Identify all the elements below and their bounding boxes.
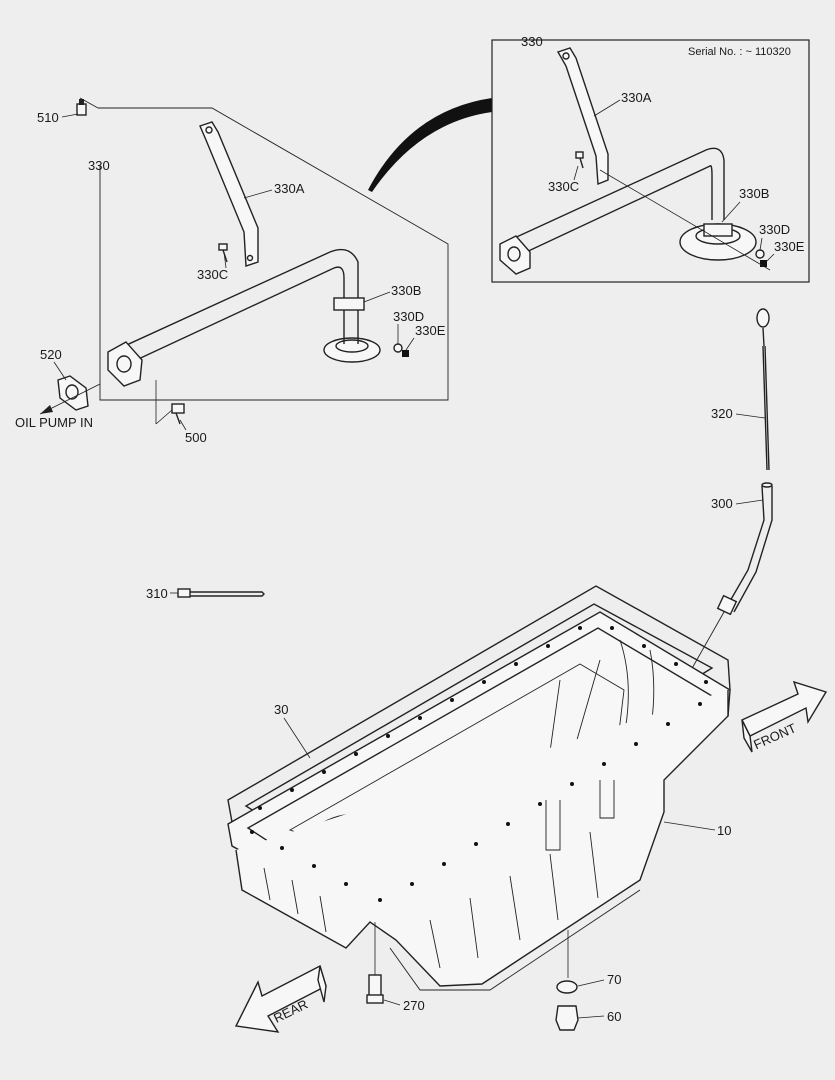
rear-arrow: REAR: [234, 964, 327, 1033]
callout-10: 10: [717, 823, 731, 838]
oil-pump-in-label: OIL PUMP IN: [15, 415, 93, 430]
callout-330e: 330E: [415, 323, 446, 338]
callout-270: 270: [403, 998, 425, 1013]
callout-310: 310: [146, 586, 168, 601]
inset-callout-330c: 330C: [548, 179, 579, 194]
bolt-510-icon: [76, 99, 87, 116]
left-callouts: 510 330 330A 330C 330B 330D 330E 520 OIL…: [15, 110, 446, 445]
inset-callout-330d: 330D: [759, 222, 790, 237]
callout-510: 510: [37, 110, 59, 125]
serial-note: Serial No. : ~ 110320: [688, 46, 791, 58]
inset-callout-330: 330: [521, 34, 543, 49]
callout-330: 330: [88, 158, 110, 173]
front-arrow: FRONT: [741, 680, 828, 753]
drain-plug-parts: 70 60 270: [366, 922, 621, 1031]
callout-70: 70: [607, 972, 621, 987]
callout-30: 30: [274, 702, 288, 717]
inset-callout-330b: 330B: [739, 186, 769, 201]
oil-suction-pipe-group: [39, 97, 449, 425]
oil-pan-10: 30 10: [227, 585, 731, 991]
callout-330d: 330D: [393, 309, 424, 324]
bolt-330c-icon: [218, 243, 228, 263]
callout-320: 320: [711, 406, 733, 421]
inset-callout-330e: 330E: [774, 239, 805, 254]
serial-variant-inset: Serial No. : ~ 110320 330 330A 330C 330B…: [368, 34, 810, 283]
callout-330a: 330A: [274, 181, 305, 196]
dipstick-assembly: 320 300: [639, 308, 773, 761]
callout-520: 520: [40, 347, 62, 362]
cable-tie-310: 310: [146, 586, 265, 601]
callout-300: 300: [711, 496, 733, 511]
washer-70-icon: [556, 980, 578, 994]
callout-60: 60: [607, 1009, 621, 1024]
callout-500: 500: [185, 430, 207, 445]
drain-plug-60-icon: [555, 1005, 579, 1031]
callout-330b: 330B: [391, 283, 421, 298]
callout-330c: 330C: [197, 267, 228, 282]
bolt-500-icon: [171, 403, 185, 425]
flange-bolt-holes: [250, 626, 708, 902]
inset-callout-330a: 330A: [621, 90, 652, 105]
